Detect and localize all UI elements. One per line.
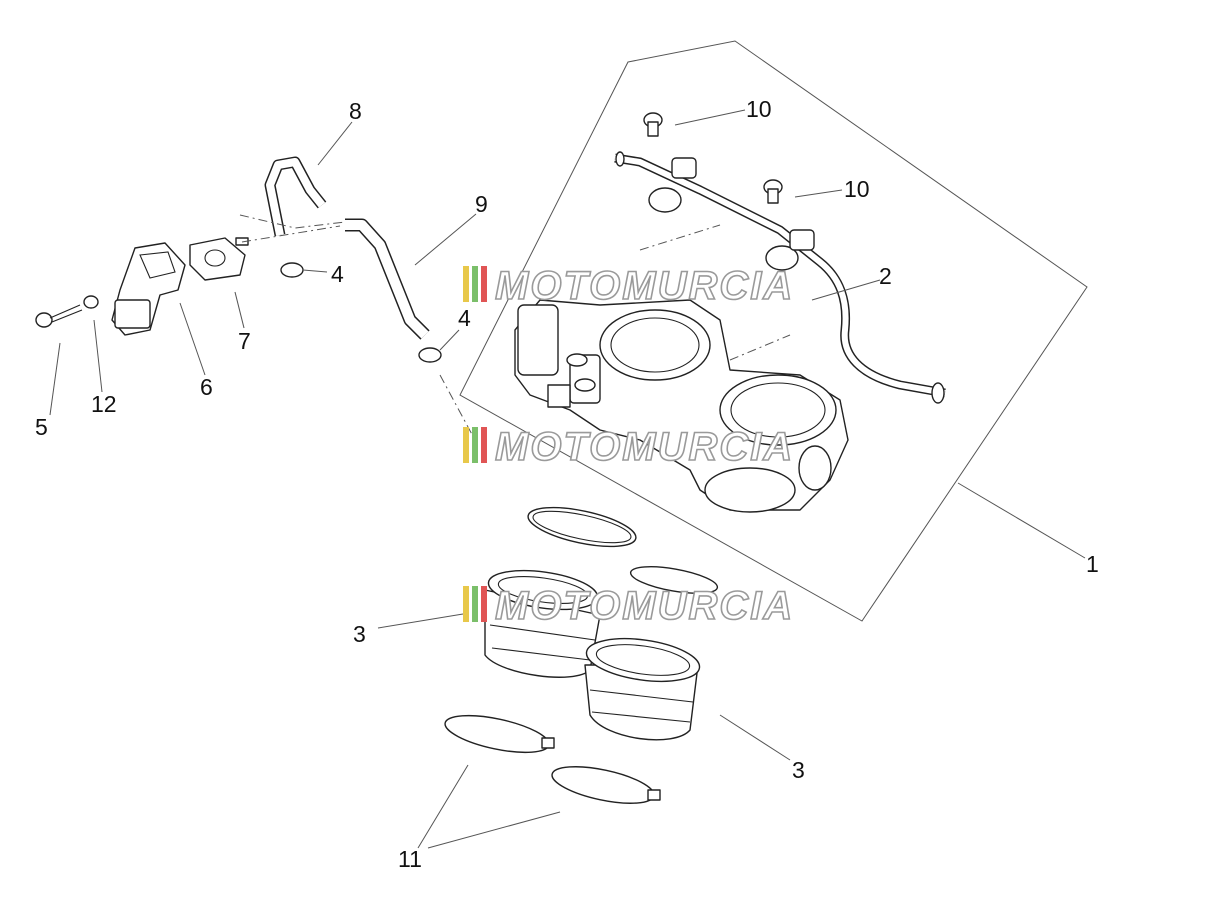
callout-10b: 10 [844, 176, 870, 202]
callout-8: 8 [349, 98, 362, 124]
leader-line [302, 269, 328, 273]
leader-line [811, 279, 881, 301]
clamp-upper-right [629, 566, 719, 594]
leader-line [179, 302, 206, 376]
screw-10b [763, 179, 783, 204]
leader-line [719, 714, 791, 761]
callout-4b: 4 [458, 305, 471, 331]
hose-8 [264, 156, 327, 237]
leader-line [377, 613, 464, 629]
clamp-lower-right [551, 766, 661, 804]
map-sensor [111, 242, 186, 336]
leader-line [674, 109, 746, 126]
watermark-text: MOTOMURCIA [495, 584, 794, 628]
hose-9 [345, 218, 430, 340]
leader-line [317, 121, 353, 166]
clamp-lower-left [444, 714, 555, 754]
hose-clamp-4b [418, 347, 442, 363]
leader-line [957, 482, 1086, 559]
callout-12: 12 [91, 391, 117, 417]
watermark-middle: MOTOMURCIA [463, 424, 794, 470]
screw-5 [35, 304, 83, 328]
leader-line [414, 213, 477, 266]
hose-clamp-4a [280, 262, 304, 278]
leader-line [93, 319, 103, 393]
callout-6: 6 [200, 374, 213, 400]
intake-sleeve-right [584, 637, 701, 741]
intake-sleeve-left [484, 569, 601, 678]
callout-10a: 10 [746, 96, 772, 122]
throttle-body [514, 299, 849, 513]
clamp-upper-left [527, 506, 637, 548]
callout-3b: 3 [792, 757, 805, 783]
watermark-bottom: MOTOMURCIA [463, 583, 794, 629]
fuel-rail [614, 151, 946, 404]
callout-9: 9 [475, 191, 488, 217]
leader-line [417, 764, 469, 849]
screw-10a [643, 112, 663, 137]
washer-12 [83, 295, 99, 309]
callout-1: 1 [1086, 551, 1099, 577]
callout-4a: 4 [331, 261, 344, 287]
callout-3a: 3 [353, 621, 366, 647]
assembly-outline [459, 40, 1088, 622]
leader-line [49, 342, 61, 416]
callout-2: 2 [879, 263, 892, 289]
adapter-flange [189, 237, 249, 281]
watermark-top: MOTOMURCIA [463, 263, 794, 309]
callout-11: 11 [398, 846, 422, 872]
leader-line [439, 329, 460, 351]
callout-7: 7 [238, 328, 251, 354]
watermark-text: MOTOMURCIA [495, 264, 794, 308]
leader-line [794, 189, 843, 198]
watermark-text: MOTOMURCIA [495, 425, 794, 469]
leader-line [234, 291, 245, 329]
leader-line [427, 811, 561, 849]
callout-5: 5 [35, 414, 48, 440]
